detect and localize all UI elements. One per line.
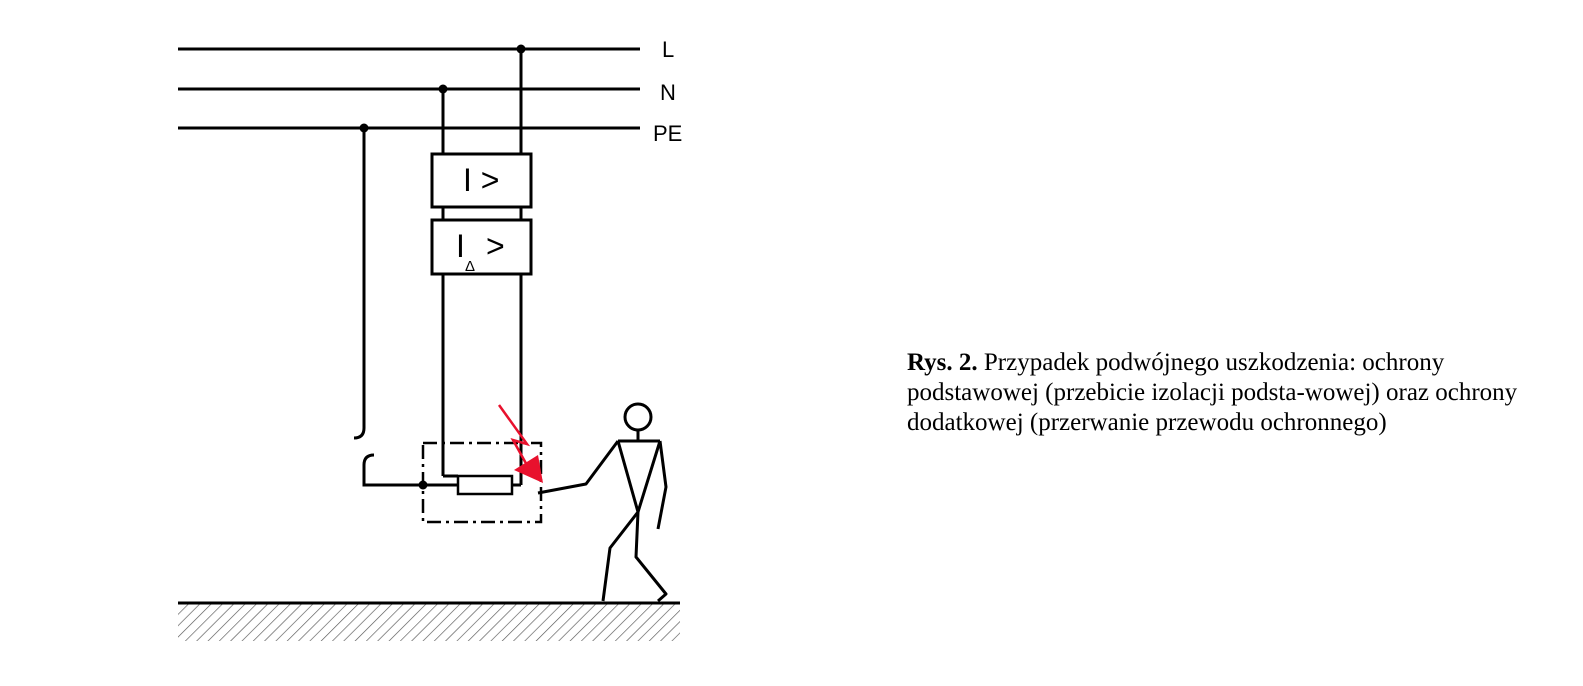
residual-current-device: I Δ > bbox=[430, 218, 533, 276]
person-icon bbox=[537, 402, 668, 603]
caption-label: Rys. 2. bbox=[907, 349, 978, 376]
caption-text: Przypadek podwójnego uszkodzenia: ochron… bbox=[907, 349, 1518, 436]
device-enclosure bbox=[421, 441, 543, 524]
label-pe: PE bbox=[653, 121, 682, 146]
label-l: L bbox=[662, 37, 674, 62]
conductors bbox=[353, 49, 523, 487]
rcd-symbol-main: I bbox=[456, 228, 465, 264]
figure-caption: Rys. 2. Przypadek podwójnego uszkodzenia… bbox=[907, 348, 1547, 438]
breaker-symbol: I > bbox=[463, 162, 499, 198]
load-resistor bbox=[456, 474, 514, 496]
rcd-symbol-sub: Δ bbox=[465, 258, 475, 275]
fault-lightning-icon bbox=[497, 404, 543, 483]
pe-conductor-lower bbox=[362, 453, 458, 487]
rcd-symbol-gt: > bbox=[486, 228, 505, 264]
pe-conductor-upper bbox=[353, 128, 366, 440]
ground bbox=[178, 601, 680, 641]
supply-lines bbox=[178, 47, 640, 130]
overcurrent-breaker: I > bbox=[430, 152, 533, 209]
label-n: N bbox=[660, 80, 676, 105]
